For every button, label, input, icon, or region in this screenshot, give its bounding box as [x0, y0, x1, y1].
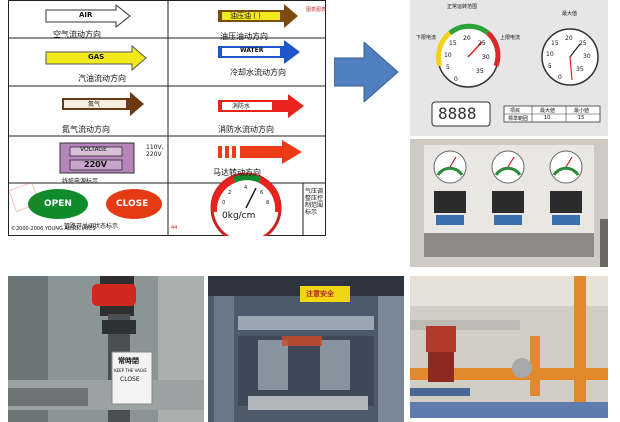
gauge2-number-35: 35: [576, 66, 584, 73]
valve-tag-title: 常時閉: [118, 357, 139, 365]
meter-diagram: [431, 23, 601, 127]
voltage-value: 220V: [84, 160, 107, 169]
gauge-number-2: 2: [228, 190, 232, 196]
digital-display: 8888: [438, 104, 477, 123]
gauge1-upper-label: 上限电流: [500, 35, 521, 41]
valve-caption: 管路开关阀状态标示: [64, 223, 119, 230]
voltage-side-note: 110V、220V: [146, 144, 168, 158]
pressure-caption: 气压调整压控制范围标示: [305, 188, 324, 216]
gauge2-number-10: 10: [546, 51, 554, 58]
water-arrow-text: WATER: [240, 47, 264, 54]
gauge1-number-5: 5: [446, 64, 450, 71]
fire-water-arrow: [218, 94, 304, 118]
nitrogen-caption: 氮气流动方向: [62, 125, 110, 134]
voltage-caption: 线缆电源标示: [62, 178, 99, 185]
water-arrow: [218, 40, 300, 64]
air-caption: 空气流动方向: [53, 30, 101, 39]
gauge1-number-10: 10: [444, 52, 452, 59]
table-cell-range: 標準範囲: [508, 116, 529, 122]
gauge2-number-5: 5: [548, 63, 552, 70]
meter-diagram-panel: 正常运转范围 下限电流 上限电流 0 5 10 15 20 25 30 35 最…: [410, 0, 608, 136]
water-caption: 冷却水流动方向: [230, 68, 286, 77]
gauge1-normal-label: 正常运转范围: [447, 4, 478, 10]
gauge2-number-30: 30: [583, 53, 591, 60]
right-arrow-icon: [334, 42, 399, 102]
gauge1-lower-label: 下限电流: [416, 35, 437, 41]
gauge2-label: 最大值: [562, 11, 578, 17]
fire-water-caption: 消防水流动方向: [218, 125, 274, 134]
watermark-stamp: [8, 181, 40, 213]
close-indicator: [106, 189, 162, 219]
gas-arrow-text: GAS: [88, 53, 105, 61]
reference-chart: AIR 空气流动方向 GAS 汽油流动方向 氮气 氮气流动方向 油压油 ( ) …: [8, 0, 327, 244]
voltage-sign: [59, 142, 135, 174]
chart-grid: [8, 0, 326, 244]
valve-tag-subtitle: KEEP THE VALVE: [114, 368, 147, 373]
gauge-number-4: 4: [244, 185, 248, 191]
hydraulic-arrow-text: 油压油 ( ): [230, 12, 261, 20]
safety-sign: 注意安全: [306, 290, 334, 298]
gas-arrow: [45, 44, 147, 72]
table-header-item: 項目: [510, 108, 521, 114]
copyright: ©2000-2006 YOUNG ASSOCIATES: [11, 226, 96, 232]
gauge1-number-15: 15: [449, 40, 457, 47]
gauge-number-0: 0: [222, 200, 226, 206]
gauge-unit: 0kg/cm: [222, 211, 256, 221]
gauge2-number-15: 15: [551, 40, 559, 47]
valve-tag-close: CLOSE: [120, 376, 140, 383]
gauge2-number-0: 0: [558, 74, 562, 81]
nitrogen-arrow-text: 氮气: [88, 101, 101, 108]
photo-pipes: [410, 276, 608, 418]
gas-caption: 汽油流动方向: [78, 74, 126, 83]
close-label: CLOSE: [116, 199, 149, 209]
gauge1-number-25: 25: [478, 40, 486, 47]
gauge1-number-30: 30: [482, 54, 490, 61]
table-header-min: 最小値: [574, 108, 590, 114]
table-header-max: 最大値: [540, 108, 556, 114]
gauge1-number-35: 35: [476, 68, 484, 75]
gauge1-number-20: 20: [463, 35, 471, 42]
photo-control-panel: [410, 139, 608, 267]
open-label: OPEN: [44, 199, 72, 209]
gauge2-number-25: 25: [579, 40, 587, 47]
photo-valve-tag: 常時閉 KEEP THE VALVE CLOSE: [8, 276, 204, 422]
nitrogen-arrow: [62, 92, 144, 116]
hydraulic-oil-arrow: [218, 4, 298, 28]
gauge-number-8: 8: [266, 200, 270, 206]
page-number: 44: [171, 225, 178, 231]
motor-caption: 马达转动方向: [213, 168, 261, 177]
open-indicator: [28, 189, 88, 219]
gauge1-number-0: 0: [454, 76, 458, 83]
photo-machine: 注意安全: [208, 276, 404, 422]
fire-water-arrow-text: 消防水: [232, 103, 251, 110]
table-cell-min: 15: [578, 115, 585, 121]
hydraulic-caption: 油压油动方向: [220, 32, 268, 41]
gauge2-number-20: 20: [565, 35, 573, 42]
corner-text: 图表图表: [306, 7, 327, 13]
voltage-label: VOLTAGE: [80, 146, 107, 153]
table-cell-max: 10: [544, 115, 551, 121]
motor-arrow: [218, 140, 302, 164]
air-arrow-text: AIR: [79, 11, 93, 19]
air-arrow: [45, 3, 131, 29]
gauge-number-6: 6: [260, 190, 264, 196]
